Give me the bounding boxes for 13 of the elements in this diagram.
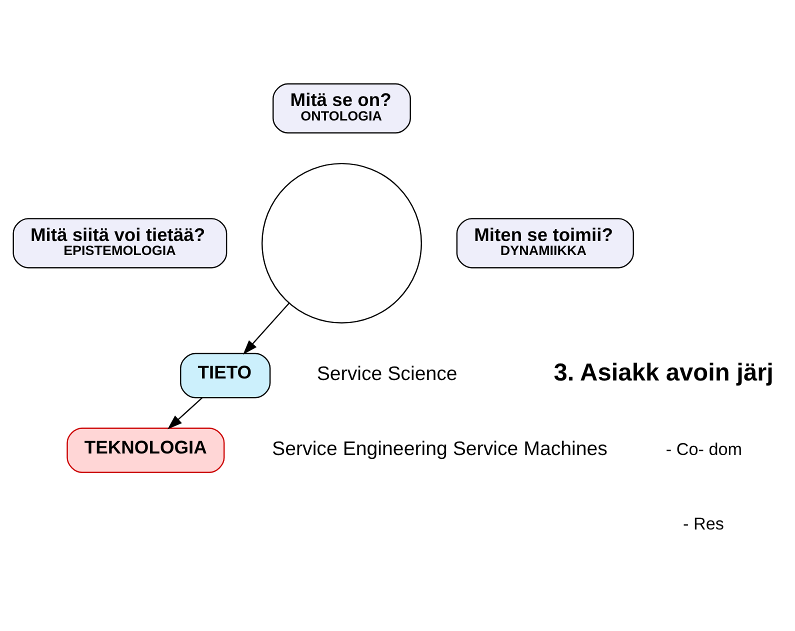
node-box: TIETO: [180, 352, 271, 398]
label: 3. Asiakk avoin järj: [554, 359, 774, 386]
arrow: [242, 302, 290, 355]
node-label: Service Science: [316, 363, 458, 386]
label: - Res: [683, 514, 724, 534]
node-box: Mitä siitä voi tietää? EPISTEMOLOGIA: [12, 218, 228, 268]
label: - Co- dom: [666, 438, 742, 459]
node-label: Service Engineering Service Machines: [272, 438, 608, 460]
node-circle: [261, 162, 422, 324]
arrow: [168, 397, 203, 430]
node-box: TEKNOLOGIA: [66, 428, 225, 473]
node-box: Miten se toimii? DYNAMIIKKA: [456, 218, 634, 268]
node-box: Mitä se on? ONTOLOGIA: [272, 83, 411, 134]
